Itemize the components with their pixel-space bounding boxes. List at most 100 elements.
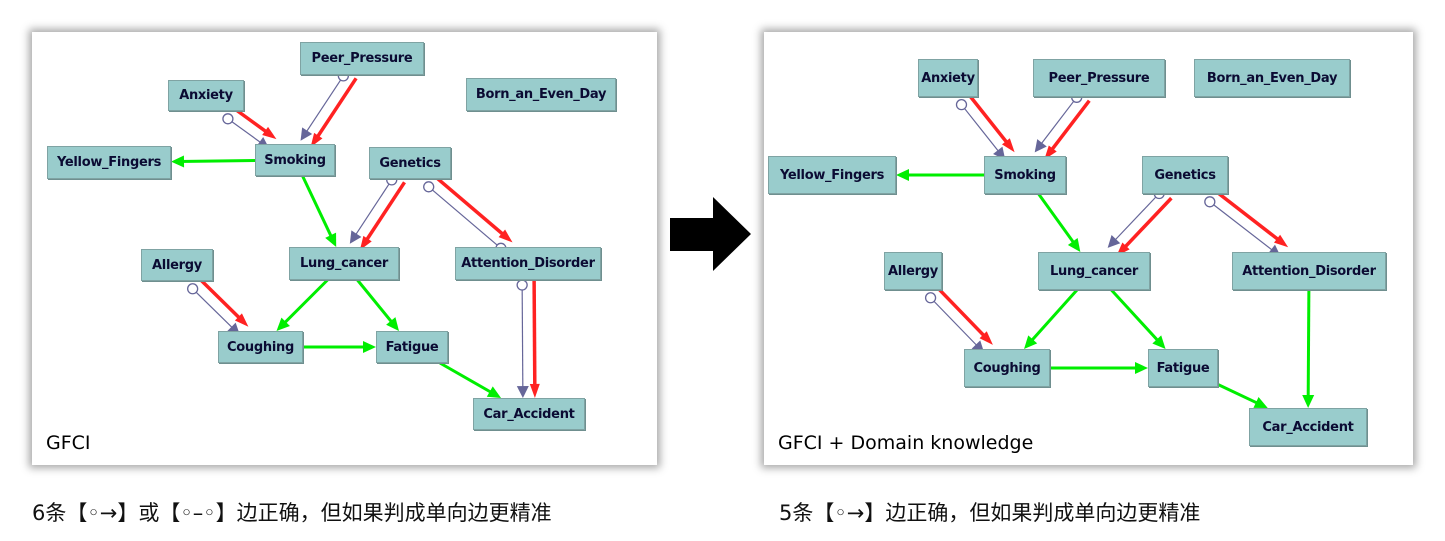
gfci-caption: 6条【◦→】或【◦–◦】边正确，但如果判成单向边更精准 (32, 501, 552, 525)
edge-line (195, 291, 236, 331)
arrowhead-icon (1152, 335, 1166, 349)
node-attention-disorder[interactable]: Attention_Disorder (1232, 252, 1386, 290)
edge-line (1110, 288, 1162, 345)
arrowhead-icon (1274, 234, 1289, 248)
node-born-an-even-day[interactable]: Born_an_Even_Day (466, 78, 616, 111)
arrowhead-icon (1135, 362, 1148, 374)
arrowhead-icon (498, 229, 513, 243)
arrowhead-icon (1034, 139, 1047, 153)
edge-attention-disorder-to-car-accident-directed (1302, 289, 1315, 408)
edge-line (301, 175, 335, 241)
node-allergy[interactable]: Allergy (141, 249, 213, 281)
edge-attention-disorder-to-car-accident-partially-oriented (516, 279, 529, 399)
node-anxiety[interactable]: Anxiety (168, 80, 244, 111)
arrowhead-icon (171, 155, 185, 168)
edge-line (1038, 100, 1075, 148)
edge-line (1217, 383, 1262, 407)
node-genetics[interactable]: Genetics (369, 147, 451, 179)
arrowhead-icon (386, 317, 399, 331)
edge-fatigue-to-car-accident-directed (1217, 383, 1268, 408)
node-smoking[interactable]: Smoking (255, 144, 335, 176)
edge-genetics-to-attention-disorder-partially-oriented (1204, 196, 1281, 257)
circle-endpoint-icon (187, 283, 199, 295)
edge-line (280, 278, 329, 327)
arrowhead-icon (896, 169, 909, 181)
edge-allergy-to-coughing-partially-oriented (924, 292, 985, 354)
node-allergy[interactable]: Allergy (884, 252, 942, 290)
panel-label: GFCI + Domain knowledge (778, 432, 1034, 454)
node-car-accident[interactable]: Car_Accident (1249, 408, 1367, 446)
edge-line (1047, 99, 1091, 155)
edge-peer-pressure-to-smoking-truth (310, 77, 358, 148)
edge-smoking-to-yellow-fingers-directed (171, 155, 256, 168)
edge-line (356, 279, 396, 326)
edge-lung-cancer-to-coughing-directed (1024, 288, 1079, 349)
node-coughing[interactable]: Coughing (218, 331, 303, 363)
arrowhead-icon (363, 341, 376, 353)
arrowhead-icon (1024, 335, 1038, 349)
edge-lung-cancer-to-fatigue-directed (1110, 288, 1166, 349)
arrowhead-icon (979, 331, 993, 345)
edge-allergy-to-coughing-truth (934, 284, 993, 345)
arrowhead-icon (516, 386, 529, 399)
node-coughing[interactable]: Coughing (964, 349, 1050, 387)
edge-line (521, 290, 524, 391)
node-car-accident[interactable]: Car_Accident (473, 398, 585, 430)
circle-endpoint-icon (955, 98, 968, 111)
node-peer-pressure[interactable]: Peer_Pressure (300, 42, 424, 75)
arrowhead-icon (310, 132, 323, 148)
node-fatigue[interactable]: Fatigue (1148, 349, 1218, 387)
edge-line (1037, 193, 1078, 247)
gfci-domain-knowledge-graph-panel: GFCI + Domain knowledge Anxiety Peer_Pres… (764, 32, 1413, 465)
edge-anxiety-to-smoking-truth (229, 104, 277, 140)
arrowhead-icon (262, 126, 277, 140)
arrowhead-icon (1302, 394, 1315, 408)
arrowhead-icon (529, 383, 540, 398)
edge-genetics-to-lung-cancer-truth (359, 181, 406, 251)
node-yellow-fingers[interactable]: Yellow_Fingers (47, 146, 171, 179)
arrowhead-icon (1001, 138, 1015, 153)
node-smoking[interactable]: Smoking (984, 156, 1066, 194)
circle-endpoint-icon (924, 292, 937, 304)
edge-genetics-to-attention-disorder-truth (431, 173, 513, 243)
arrowhead-icon (276, 317, 290, 331)
node-attention-disorder[interactable]: Attention_Disorder (455, 247, 601, 280)
edge-genetics-to-lung-cancer-truth (1116, 196, 1173, 257)
edge-line (532, 279, 537, 390)
edge-coughing-to-fatigue-directed (303, 341, 376, 353)
circle-endpoint-icon (423, 181, 435, 193)
arrowhead-icon (349, 230, 362, 244)
node-fatigue[interactable]: Fatigue (376, 331, 448, 363)
edge-smoking-to-yellow-fingers-directed (896, 169, 984, 181)
edge-line (1120, 196, 1173, 252)
edge-line (313, 77, 358, 142)
edge-smoking-to-lung-cancer-directed (1037, 193, 1081, 252)
arrowhead-icon (1067, 237, 1081, 252)
edge-allergy-to-coughing-truth (196, 275, 249, 327)
edge-line (362, 181, 406, 245)
edge-line (432, 189, 498, 246)
node-anxiety[interactable]: Anxiety (918, 59, 978, 97)
node-lung-cancer[interactable]: Lung_cancer (289, 247, 399, 280)
edge-coughing-to-fatigue-directed (1050, 362, 1148, 374)
node-born-an-even-day[interactable]: Born_an_Even_Day (1194, 59, 1350, 97)
edge-anxiety-to-smoking-truth (966, 92, 1015, 153)
edge-line (431, 173, 508, 239)
arrowhead-icon (486, 386, 502, 398)
edge-line (353, 183, 390, 239)
edge-line (933, 300, 980, 349)
node-yellow-fingers[interactable]: Yellow_Fingers (768, 156, 896, 194)
node-lung-cancer[interactable]: Lung_cancer (1038, 252, 1150, 290)
node-peer-pressure[interactable]: Peer_Pressure (1033, 59, 1165, 97)
edge-line (1212, 187, 1283, 244)
node-genetics[interactable]: Genetics (1142, 156, 1228, 194)
edge-smoking-to-lung-cancer-directed (301, 175, 337, 247)
edge-line (966, 92, 1011, 147)
gfci-domain-caption: 5条【◦→】边正确，但如果判成单向边更精准 (779, 501, 1201, 525)
edge-line (1028, 288, 1079, 345)
edge-fatigue-to-car-accident-directed (439, 361, 502, 398)
edge-genetics-to-attention-disorder-nondirected (423, 181, 507, 254)
edge-attention-disorder-to-car-accident-truth (529, 279, 540, 398)
arrowhead-icon (1253, 397, 1268, 408)
